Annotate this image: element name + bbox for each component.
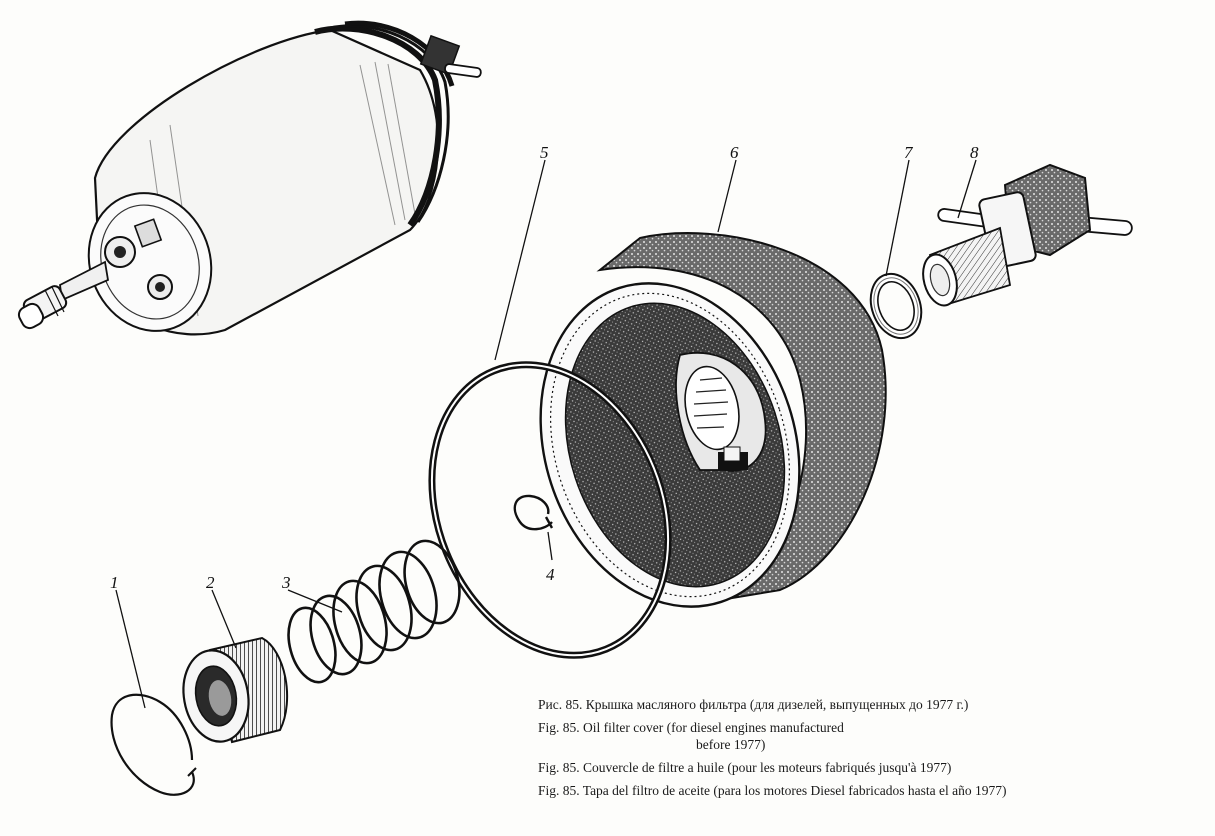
part-4-snap-ring-illustration (513, 494, 554, 531)
callout-7: 7 (904, 143, 914, 162)
part-7-washer-illustration (869, 272, 923, 340)
part-3-spring-illustration (287, 539, 461, 684)
filter-housing-illustration (17, 20, 482, 336)
callout-2: 2 (206, 573, 215, 592)
callout-3: 3 (281, 573, 291, 592)
callout-8: 8 (970, 143, 979, 162)
part-8-union-fitting-illustration (922, 163, 1133, 307)
leader-lines (115, 159, 977, 709)
part-6-filter-cover-illustration (539, 232, 887, 608)
callout-1: 1 (110, 573, 119, 592)
part-2-knurled-nut-illustration (182, 636, 289, 744)
caption-spanish: Fig. 85. Tapa del filtro de aceite (para… (538, 783, 1007, 798)
caption-english-line-1: Fig. 85. Oil filter cover (for diesel en… (538, 720, 844, 735)
caption-french: Fig. 85. Couvercle de filtre a huile (po… (538, 760, 952, 775)
callout-5: 5 (540, 143, 549, 162)
callout-6: 6 (730, 143, 739, 162)
part-1-retaining-ring-illustration (110, 693, 197, 796)
caption-russian: Рис. 85. Крышка масляного фильтра (для д… (538, 697, 969, 712)
callout-labels: 1 2 3 4 5 6 7 8 (110, 143, 979, 592)
figure-caption: Рис. 85. Крышка масляного фильтра (для д… (538, 696, 1198, 799)
callout-4: 4 (546, 565, 555, 584)
caption-english-line-2: before 1977) (696, 737, 766, 752)
